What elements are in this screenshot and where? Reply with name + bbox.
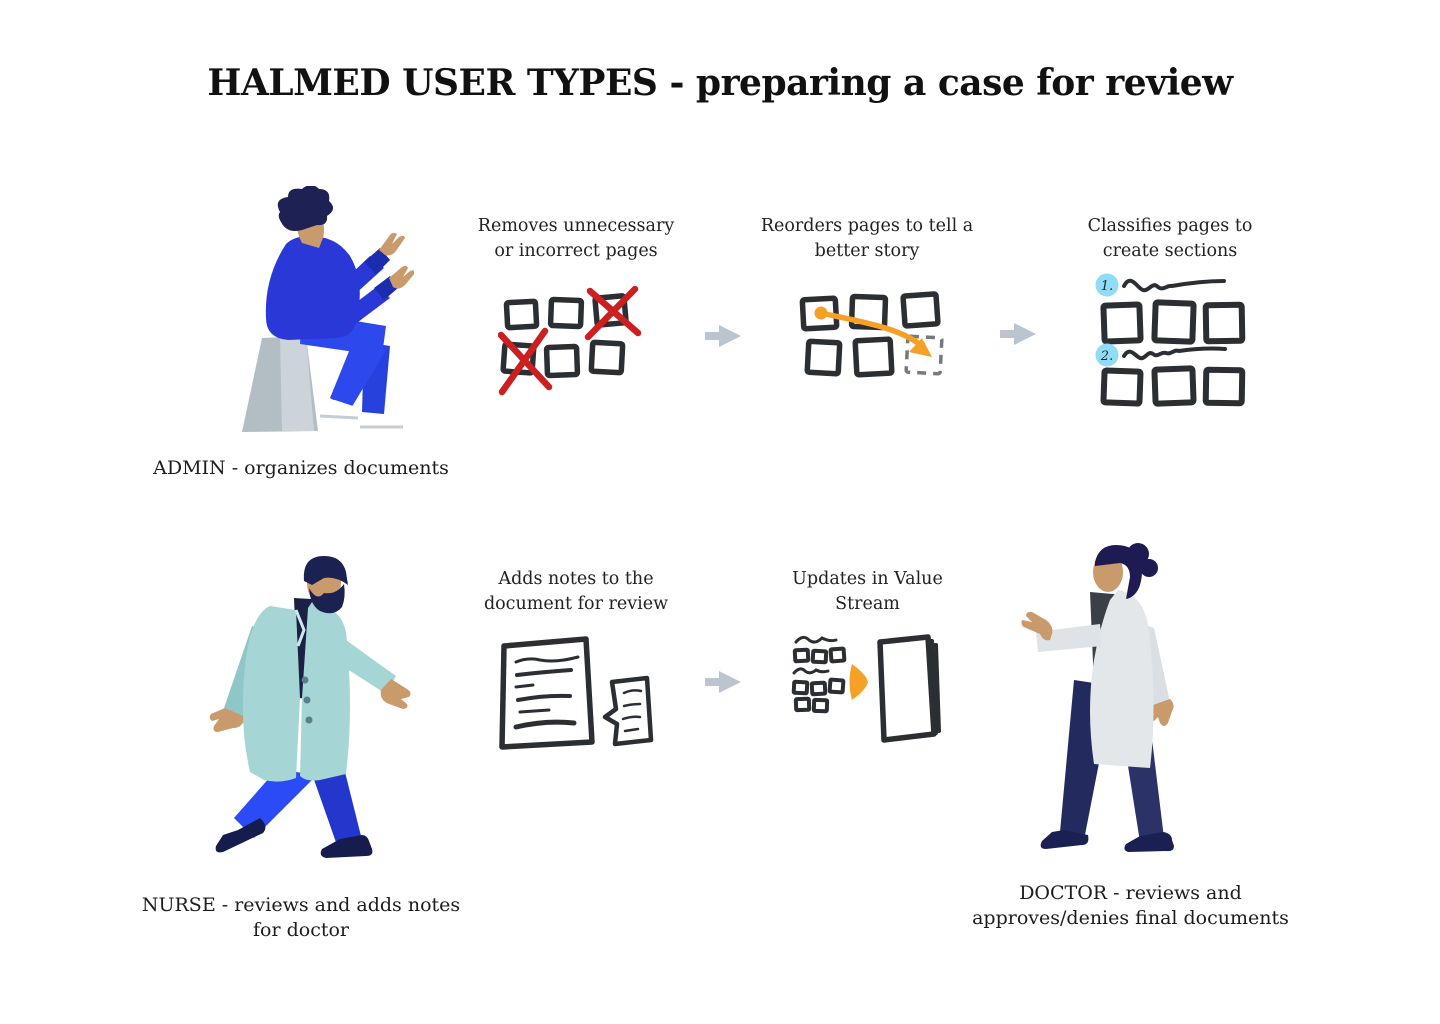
section-2-number: 2. bbox=[1100, 349, 1113, 364]
admin-person-icon bbox=[242, 186, 414, 432]
section-2-badge bbox=[1095, 343, 1119, 367]
flow-arrow-icon bbox=[998, 319, 1038, 349]
nurse-caption: NURSE - reviews and adds notes for docto… bbox=[141, 894, 461, 941]
sketch-classify-pages: 1. 2. bbox=[1094, 270, 1249, 407]
sketch-value-stream bbox=[786, 628, 941, 750]
sketch-remove-pages bbox=[498, 286, 650, 400]
doctor-figure-illustration bbox=[1012, 540, 1222, 862]
nurse-figure-illustration bbox=[200, 548, 415, 868]
numbered-sections-icon: 1. 2. bbox=[1095, 273, 1246, 407]
section-1-number: 1. bbox=[1101, 279, 1113, 294]
step-label-update-value-stream: Updates in Value Stream bbox=[792, 569, 943, 614]
flow-arrow-icon bbox=[703, 321, 743, 351]
right-arrow-icon bbox=[1000, 323, 1036, 345]
doctor-caption: DOCTOR - reviews and approves/denies fin… bbox=[972, 882, 1289, 929]
step-label-add-notes: Adds notes to the document for review bbox=[483, 569, 669, 614]
pages-with-red-crosses-icon bbox=[498, 286, 642, 396]
right-arrow-icon bbox=[705, 325, 741, 347]
section-1-badge bbox=[1095, 273, 1119, 297]
admin-caption: ADMIN - organizes documents bbox=[153, 457, 449, 479]
sketch-add-notes bbox=[494, 630, 654, 752]
pages-with-move-arrow-icon bbox=[799, 291, 944, 378]
document-with-note-icon bbox=[499, 636, 654, 750]
flow-arrow-icon bbox=[703, 667, 743, 697]
step-label-classify-pages: Classifies pages to create sections bbox=[1087, 216, 1253, 261]
step-label-remove-pages: Removes unnecessary or incorrect pages bbox=[477, 216, 675, 261]
right-arrow-icon bbox=[705, 671, 741, 693]
thumbnails-to-pages-icon bbox=[791, 634, 941, 743]
nurse-person-icon bbox=[209, 556, 411, 858]
page-title: HALMED USER TYPES - preparing a case for… bbox=[207, 62, 1233, 104]
admin-figure-illustration bbox=[238, 186, 414, 436]
doctor-person-icon bbox=[1021, 543, 1174, 852]
sketch-reorder-pages bbox=[795, 287, 953, 385]
step-label-reorder-pages: Reorders pages to tell a better story bbox=[760, 216, 974, 261]
